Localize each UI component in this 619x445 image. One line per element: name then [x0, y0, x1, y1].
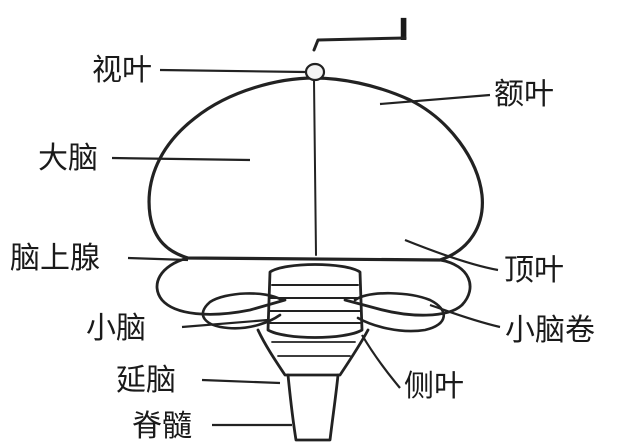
leader-pineal — [128, 258, 188, 260]
label-parietal: 顶叶 — [504, 253, 564, 288]
label-optic-lobe: 视叶 — [92, 53, 152, 88]
spinal-cord-shape — [288, 375, 338, 440]
leader-lateral-lobe — [362, 335, 400, 388]
hemisphere-midline — [314, 80, 316, 255]
left-lower-lobe — [157, 258, 285, 314]
leader-medulla — [202, 380, 280, 383]
label-spinal-cord: 脊髓 — [132, 409, 192, 444]
label-cerebellar-folium: 小脑卷 — [505, 313, 595, 348]
label-frontal-lobe: 额叶 — [494, 77, 554, 112]
label-cerebrum: 大脑 — [38, 141, 98, 176]
label-cerebellum: 小脑 — [86, 311, 146, 346]
label-lateral-lobe: 侧叶 — [404, 369, 464, 404]
right-lower-lobe — [345, 260, 470, 315]
leader-optic-lobe — [160, 70, 305, 72]
label-pineal: 脑上腺 — [10, 241, 100, 276]
leader-cerebrum — [112, 158, 250, 160]
top-mark-label: I — [398, 13, 409, 48]
optic-lobe-shape — [306, 64, 324, 80]
optic-stalk — [314, 38, 405, 50]
leader-frontal-lobe — [380, 95, 490, 104]
label-medulla: 延脑 — [116, 363, 176, 398]
